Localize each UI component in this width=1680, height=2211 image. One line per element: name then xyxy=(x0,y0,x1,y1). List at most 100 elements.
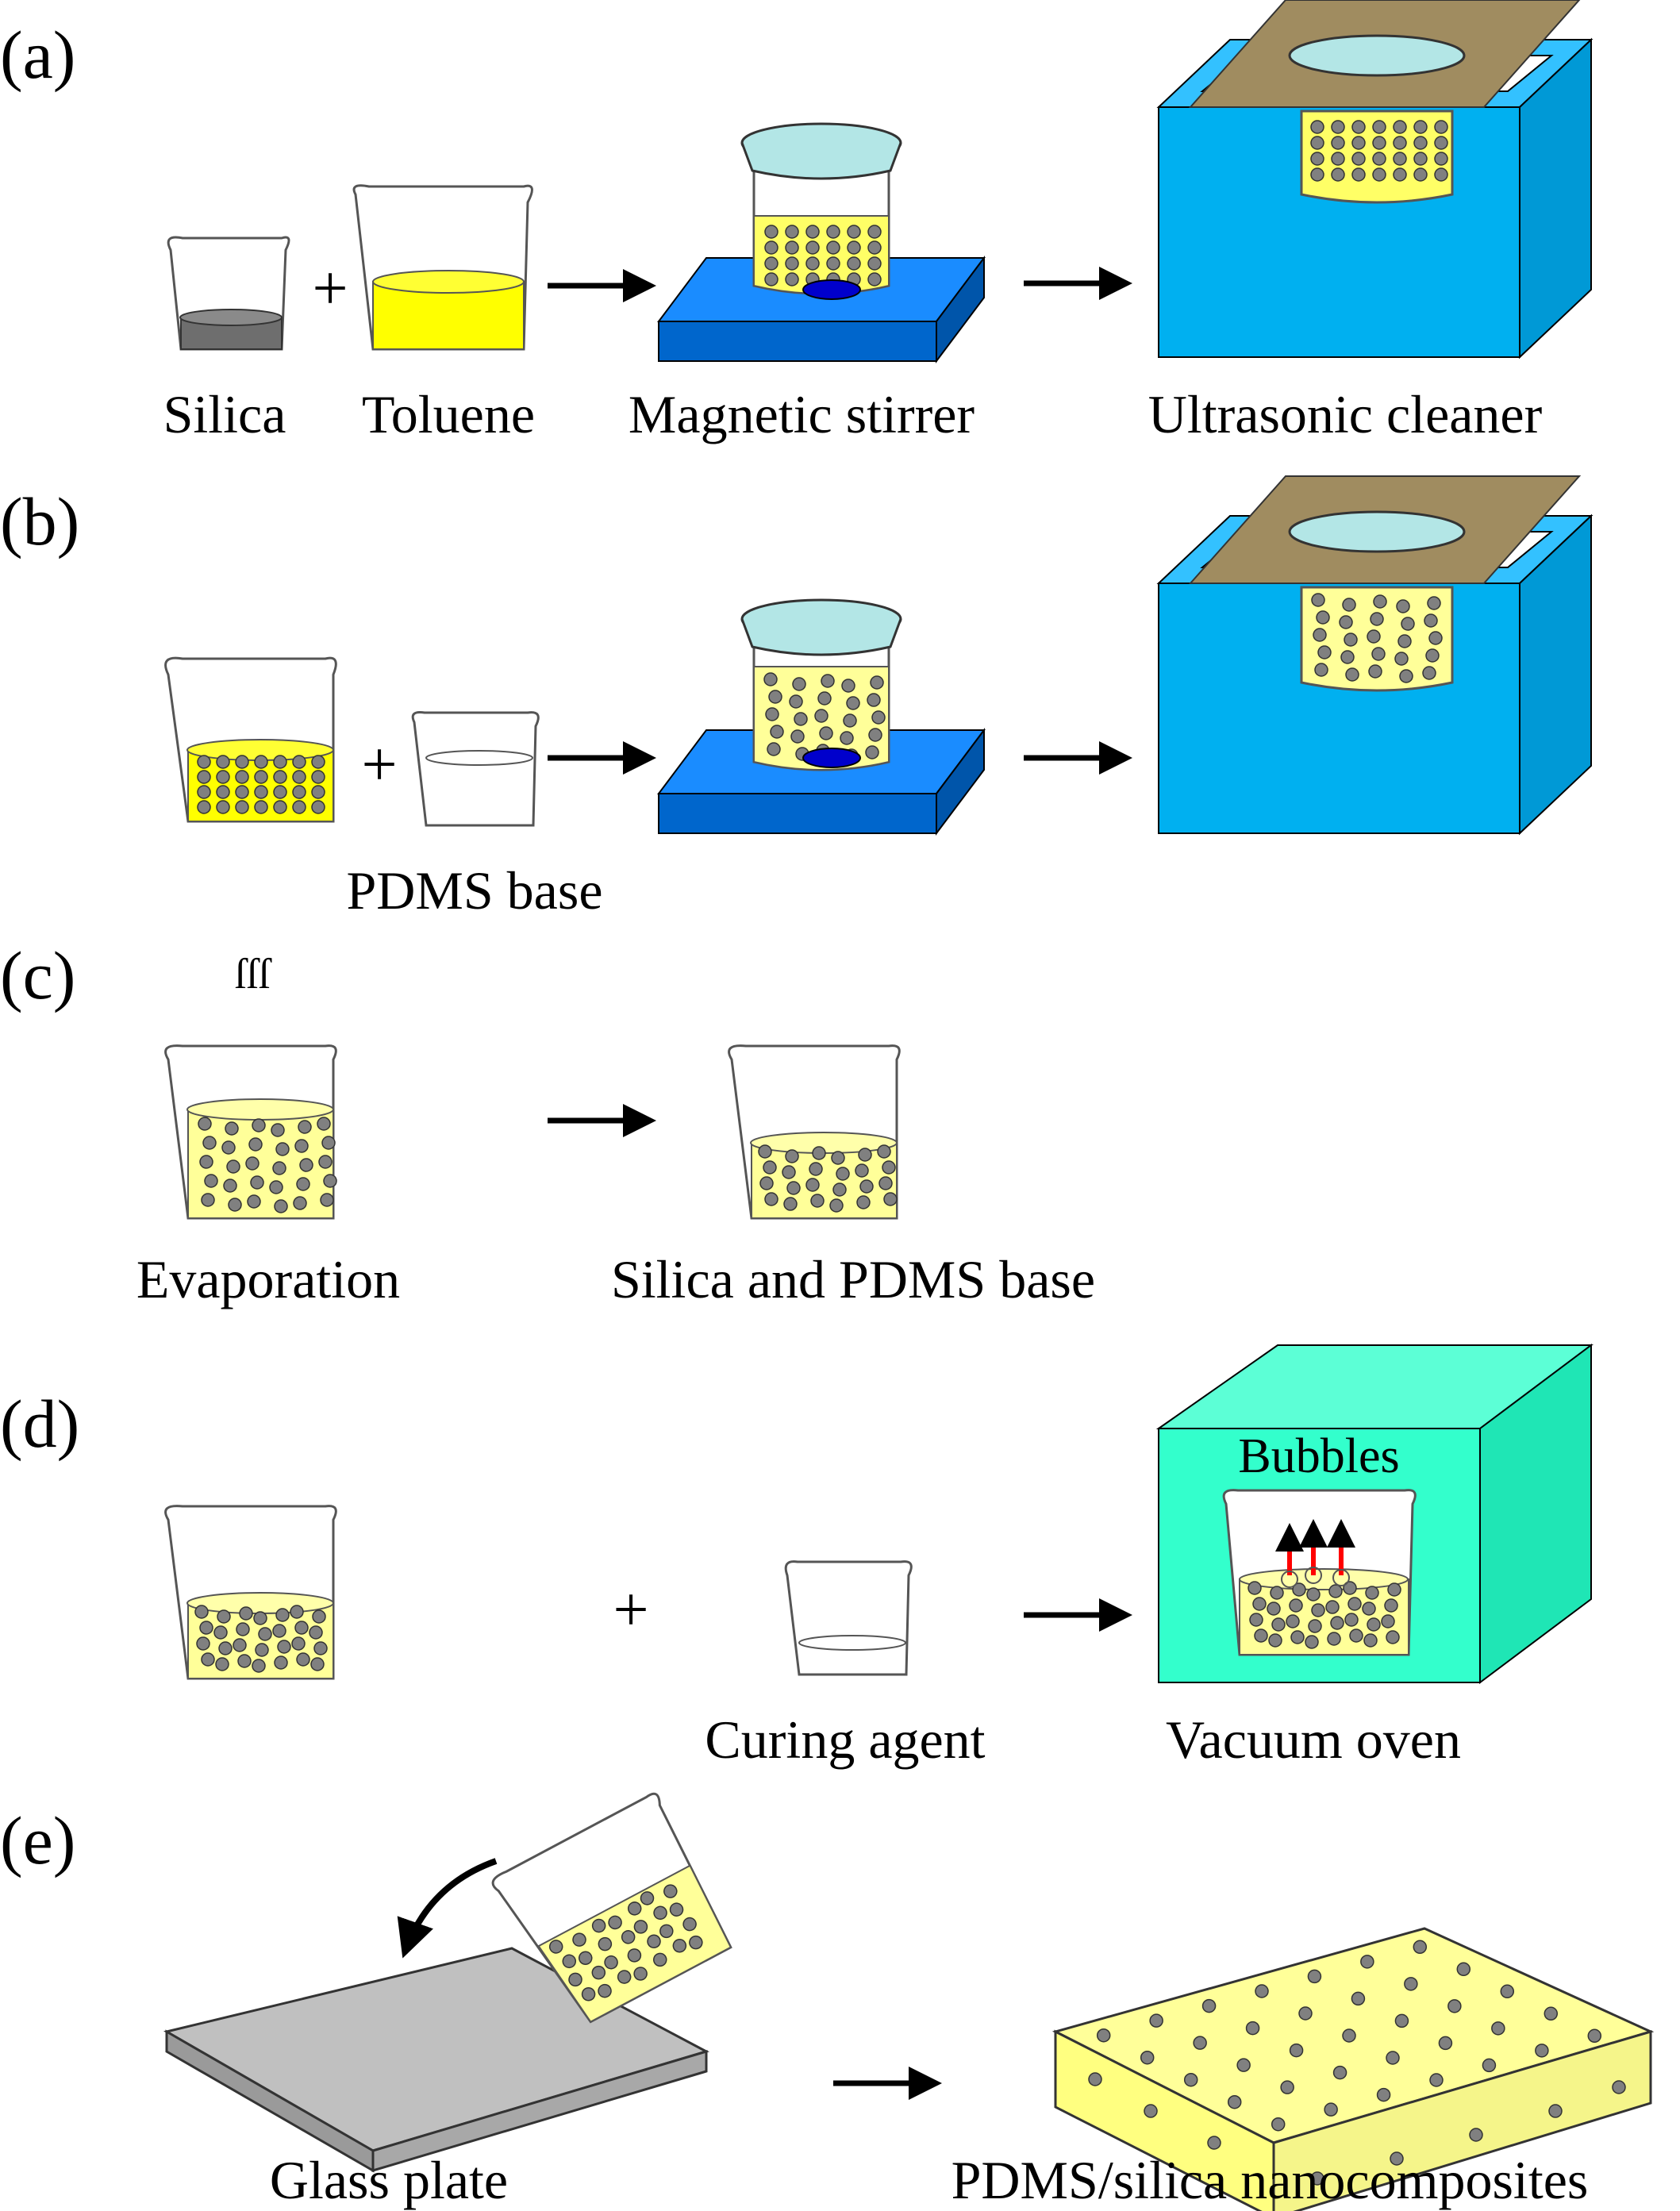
silica-particle xyxy=(647,1934,661,1949)
evaporation-beaker xyxy=(164,1044,337,1220)
silica-particle xyxy=(299,1158,313,1172)
silica-particle xyxy=(293,1196,307,1210)
silica-particle xyxy=(318,1155,333,1169)
silica-particle xyxy=(291,1636,306,1651)
silica-particle xyxy=(1428,631,1443,645)
silica-particle xyxy=(1289,2043,1304,2058)
silica-particle xyxy=(858,1148,872,1162)
silica-particle xyxy=(201,1652,215,1667)
silica-particle xyxy=(1344,633,1358,647)
silica-particle xyxy=(865,745,879,759)
silica-particle xyxy=(1434,152,1448,166)
silica-particle xyxy=(317,1117,331,1131)
silica-particle xyxy=(826,225,840,239)
silica-particle xyxy=(764,272,778,286)
label-bubbles: Bubbles xyxy=(1238,1429,1399,1483)
silica-particle xyxy=(591,1918,606,1933)
silica-particle xyxy=(568,1972,582,1987)
silica-particle xyxy=(764,240,778,255)
silica-particle xyxy=(223,1179,237,1193)
silica-particle xyxy=(235,770,249,784)
silica-particle xyxy=(1438,2036,1453,2051)
silica-particle xyxy=(1248,1581,1262,1595)
label-curing-agent: Curing agent xyxy=(705,1709,985,1770)
silica-particle xyxy=(1268,1633,1282,1648)
label-pdms-silica-nanocomposites: PDMS/silica nanocomposites xyxy=(951,2150,1589,2210)
silica-particle xyxy=(653,1905,667,1921)
panel-a: (a) + xyxy=(0,0,1594,444)
silica-particle xyxy=(843,713,857,728)
silica-particle xyxy=(794,712,808,726)
silica-particle xyxy=(292,755,306,769)
silica-particle xyxy=(764,1192,778,1206)
silica-particle xyxy=(1331,152,1345,166)
silica-particle xyxy=(296,1177,310,1191)
silica-particle xyxy=(548,1940,563,1954)
silica-particle xyxy=(805,1178,820,1192)
silica-particle xyxy=(216,770,230,784)
silica-particle xyxy=(216,800,230,814)
silica-particle xyxy=(598,1983,612,1998)
silica-particle xyxy=(669,1902,684,1917)
silica-particle xyxy=(812,1146,826,1160)
silica-particle xyxy=(826,256,840,271)
silica-particles xyxy=(1088,1940,1626,2186)
silica-particle xyxy=(1394,2013,1409,2028)
silica-particle xyxy=(682,1917,697,1932)
silica-particle xyxy=(1344,1613,1359,1627)
silica-particle xyxy=(1351,120,1366,134)
silica-particle xyxy=(272,1161,286,1175)
silica-particle xyxy=(764,225,778,239)
glass-plate xyxy=(163,1947,709,2173)
silica-particle xyxy=(608,1915,622,1930)
silica-particle xyxy=(236,1622,250,1636)
silica-particle xyxy=(1331,120,1345,134)
silica-particle xyxy=(311,755,325,769)
silica-particle xyxy=(767,742,781,756)
silica-particle xyxy=(254,755,268,769)
silica-particle xyxy=(867,272,882,286)
silica-particle xyxy=(216,755,230,769)
silica-particle xyxy=(814,709,828,723)
silica-particle xyxy=(298,1120,312,1134)
silica-particle xyxy=(292,785,306,799)
silica-particle xyxy=(1367,629,1381,644)
silica-particle xyxy=(783,1197,798,1211)
silica-particle xyxy=(805,240,820,255)
curing-agent-beaker xyxy=(784,1560,913,1676)
silica-particle xyxy=(591,1965,606,1980)
silica-particle xyxy=(247,1194,261,1209)
silica-particle xyxy=(1249,1613,1263,1627)
silica-particle xyxy=(292,800,306,814)
silica-particle xyxy=(199,1621,213,1635)
silica-particle xyxy=(273,800,287,814)
silica-particle xyxy=(763,1160,777,1175)
silica-particle xyxy=(1612,2080,1626,2094)
silica-particle xyxy=(1362,1602,1376,1616)
silica-particle xyxy=(1310,152,1324,166)
silica-particle xyxy=(562,1954,577,1969)
silica-particles xyxy=(548,1884,703,2001)
silica-particles xyxy=(1248,1581,1401,1649)
silica-particle xyxy=(765,707,779,721)
silica-particle xyxy=(1254,1628,1268,1643)
silica-particle xyxy=(273,755,287,769)
silica-particle xyxy=(1434,167,1448,182)
silica-particle xyxy=(1327,1632,1341,1646)
silica-particle xyxy=(1393,136,1407,150)
silica-particle xyxy=(832,1182,847,1197)
pdms-base-beaker xyxy=(411,711,540,827)
silica-particle xyxy=(1305,1635,1319,1649)
silica-particle xyxy=(226,1159,240,1174)
silica-particle xyxy=(1342,598,1356,612)
silica-particle xyxy=(1390,2151,1404,2166)
silica-particle xyxy=(194,1605,209,1619)
magnetic-stirrer xyxy=(657,122,986,363)
silica-particle xyxy=(1367,1617,1381,1632)
silica-particle xyxy=(640,1891,655,1905)
silica-particle xyxy=(253,1611,267,1625)
silica-particle xyxy=(245,1156,259,1171)
silica-particle xyxy=(213,1625,228,1640)
silica-particle xyxy=(273,770,287,784)
plus-sign: + xyxy=(361,730,397,800)
